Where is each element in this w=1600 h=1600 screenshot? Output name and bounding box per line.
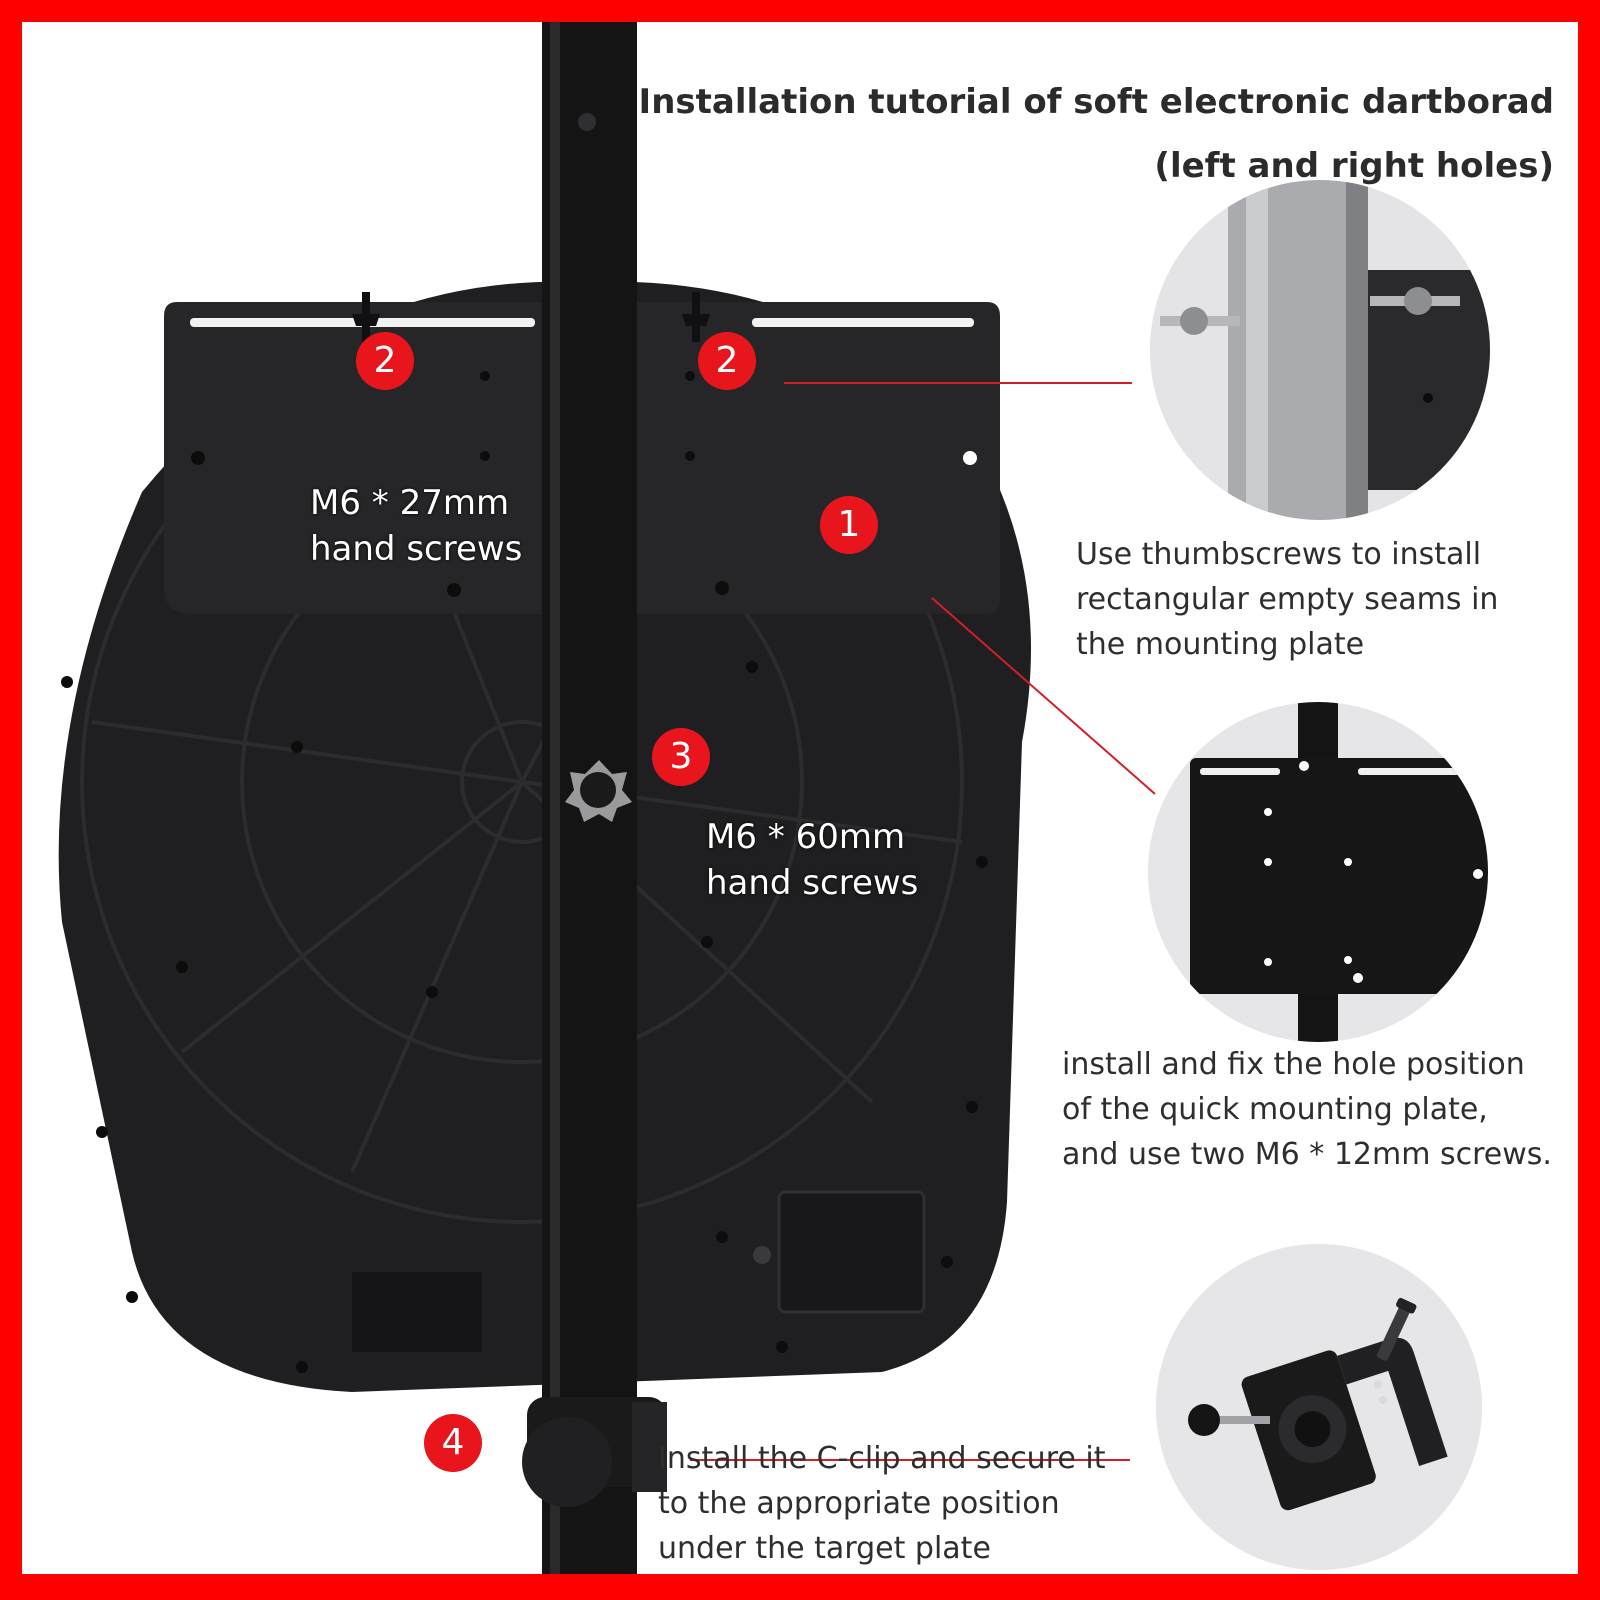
- c-clip-detail-icon: [1156, 1244, 1482, 1570]
- pole-screw-hole: [578, 113, 596, 131]
- plate-holes: [191, 371, 729, 597]
- caption-c-clip-line1: Install the C-clip and secure it: [658, 1441, 1106, 1476]
- page-title: Installation tutorial of soft electronic…: [639, 70, 1554, 198]
- caption-thumbscrews-line1: Use thumbscrews to install: [1076, 537, 1482, 572]
- caption-thumbscrews-line2: rectangular empty seams in: [1076, 582, 1499, 617]
- caption-thumbscrews-line3: the mounting plate: [1076, 627, 1365, 662]
- plate-slot-right: [752, 318, 974, 327]
- caption-thumbscrews: Use thumbscrews to install rectangular e…: [1076, 532, 1498, 667]
- step-badge-3: 3: [652, 728, 710, 786]
- dartboard-back-icon: [58, 22, 1156, 1574]
- title-line-2: (left and right holes): [1154, 146, 1554, 186]
- label-m6-27mm: M6 * 27mm hand screws: [310, 480, 522, 572]
- thumbscrew-detail-icon: [1150, 180, 1490, 520]
- star-knob: [565, 760, 632, 822]
- battery-cover-screw: [753, 1246, 771, 1264]
- step-badge-4: 4: [424, 1414, 482, 1472]
- label-m6-60mm-line1: M6 * 60mm: [706, 817, 906, 857]
- wing-screw-left: [352, 292, 380, 342]
- battery-cover: [777, 1190, 926, 1314]
- label-m6-27mm-line1: M6 * 27mm: [310, 483, 510, 523]
- caption-c-clip-line3: under the target plate: [658, 1531, 991, 1566]
- caption-hole-position: install and fix the hole position of the…: [1062, 1042, 1552, 1177]
- step-badge-1: 1: [820, 496, 878, 554]
- wing-screw-right: [682, 292, 710, 342]
- pointer-line-step1: [931, 597, 1156, 795]
- plate-hole-open: [963, 451, 977, 465]
- mounting-plate-detail-icon: [1148, 702, 1488, 1042]
- caption-c-clip-line2: to the appropriate position: [658, 1486, 1060, 1521]
- rating-label: [352, 1272, 482, 1352]
- title-line-1: Installation tutorial of soft electronic…: [638, 82, 1554, 122]
- caption-c-clip: Install the C-clip and secure it to the …: [658, 1436, 1105, 1571]
- step-badge-2-left: 2: [356, 332, 414, 390]
- label-m6-27mm-line2: hand screws: [310, 529, 523, 569]
- stand-pole-highlight: [550, 22, 560, 1574]
- c-clip-on-pole: [522, 1397, 667, 1507]
- label-m6-60mm: M6 * 60mm hand screws: [706, 814, 918, 906]
- body-screw-holes: [61, 661, 988, 1373]
- label-m6-60mm-line2: hand screws: [706, 863, 919, 903]
- caption-hole-position-line1: install and fix the hole position: [1062, 1047, 1525, 1082]
- caption-hole-position-line3: and use two M6 * 12mm screws.: [1062, 1137, 1552, 1172]
- step-badge-2-right: 2: [698, 332, 756, 390]
- caption-hole-position-line2: of the quick mounting plate,: [1062, 1092, 1488, 1127]
